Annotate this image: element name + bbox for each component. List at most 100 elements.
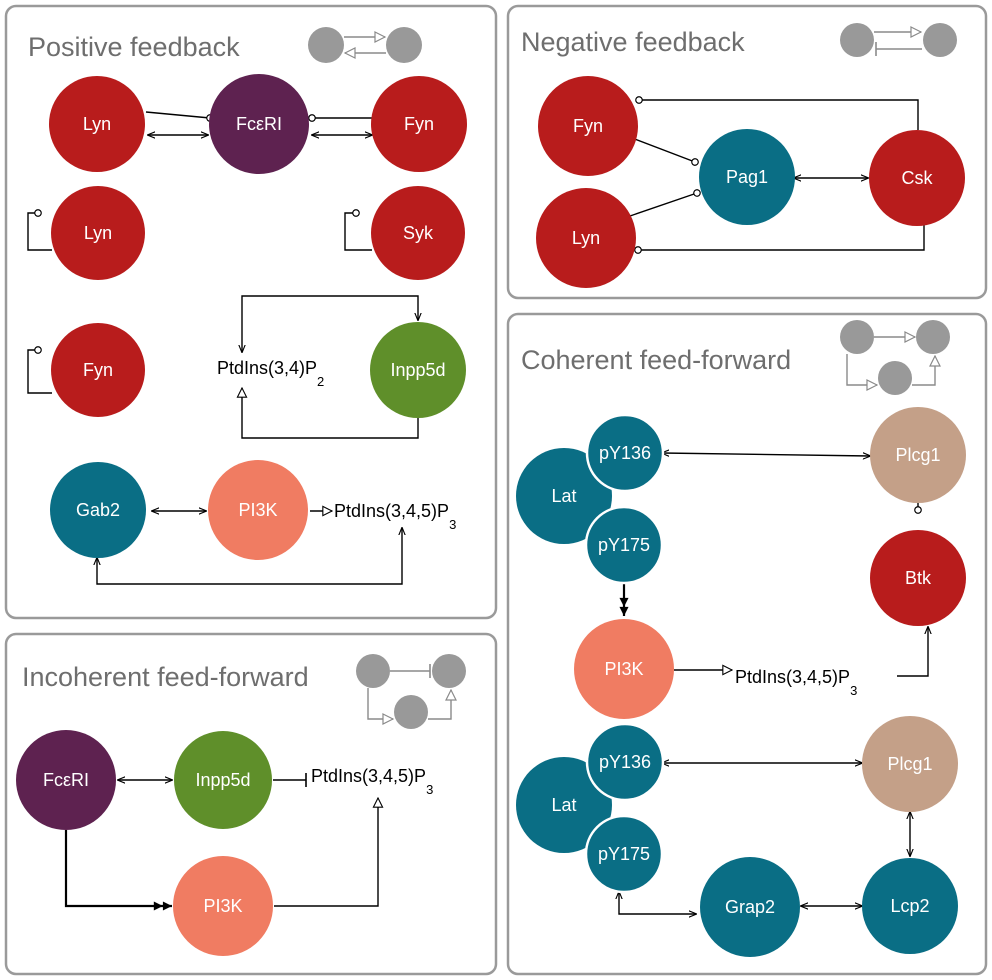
node-plcg1-lower: Plcg1	[862, 716, 958, 812]
node-pag1: Pag1	[699, 129, 795, 225]
node-pi3k-incoherent: PI3K	[173, 856, 273, 956]
node-circle	[371, 76, 467, 172]
edge-inpp5d-pip2-bottom	[242, 388, 419, 439]
icon-node	[356, 654, 390, 688]
node-circle	[370, 322, 466, 418]
molecule-subscript: 3	[426, 782, 433, 797]
node-circle	[49, 76, 145, 172]
node-circle	[16, 730, 116, 830]
node-fceri-incoherent: FcεRI	[16, 730, 116, 830]
node-circle	[699, 129, 795, 225]
node-label: Lyn	[84, 223, 112, 243]
node-circle	[574, 619, 674, 719]
node-label: Grap2	[725, 897, 775, 917]
node-pi3k-coherent: PI3K	[574, 619, 674, 719]
panel-incoherent-feed-forward: Incoherent feed-forward FcεRI Inpp5d PI3…	[4, 632, 498, 976]
node-label: Lyn	[572, 228, 600, 248]
node-label: Lat	[551, 486, 576, 506]
panel-negative-feedback: Negative feedback Fyn Lyn Pag1	[506, 4, 988, 300]
node-fceri: FcεRI	[209, 74, 309, 174]
icon-node	[923, 23, 957, 57]
edge-py175-grap2	[619, 892, 696, 914]
lat-complex-upper: Lat pY136 pY175	[516, 413, 665, 585]
node-circle	[516, 448, 612, 544]
edge-pip3-gab2	[97, 528, 402, 585]
node-label: pY175	[598, 844, 650, 864]
node-lyn: Lyn	[49, 76, 145, 172]
node-lcp2: Lcp2	[862, 858, 958, 954]
icon-node	[432, 654, 466, 688]
node-label: pY175	[598, 535, 650, 555]
node-label: Inpp5d	[195, 770, 250, 790]
node-circle	[870, 530, 966, 626]
node-fyn-self: Fyn	[51, 323, 145, 417]
molecule-base: PtdIns(3,4)P	[217, 358, 317, 378]
molecule-base: PtdIns(3,4,5)P	[735, 667, 850, 687]
node-py175-circle	[584, 814, 664, 894]
icon-edge	[846, 354, 877, 385]
node-circle	[538, 76, 638, 176]
node-circle	[700, 857, 800, 957]
node-circle	[862, 716, 958, 812]
edge-pi3k-pip3	[274, 798, 378, 907]
icon-edge	[912, 356, 935, 386]
panel-title: Negative feedback	[521, 27, 745, 57]
panel-coherent-feed-forward: Coherent feed-forward Lat pY136	[506, 312, 988, 976]
node-grap2: Grap2	[700, 857, 800, 957]
node-label: Plcg1	[887, 754, 932, 774]
icon-node	[840, 23, 874, 57]
edge-pip3-btk	[897, 627, 928, 677]
node-circle	[371, 186, 465, 280]
molecule-ptdins-3-4-p2: PtdIns(3,4)P2	[217, 358, 324, 389]
node-circle	[862, 858, 958, 954]
node-syk: Syk	[371, 186, 465, 280]
icon-node	[394, 695, 428, 729]
node-label: Syk	[403, 223, 434, 243]
node-circle	[173, 856, 273, 956]
node-circle	[869, 130, 965, 226]
panel-positive-feedback: Positive feedback Lyn	[4, 4, 498, 620]
icon-node	[916, 320, 950, 354]
icon-edge	[367, 688, 393, 719]
node-label: Pag1	[726, 167, 768, 187]
node-fyn-negative: Fyn	[538, 76, 638, 176]
negative-edges	[629, 96, 925, 254]
edge-fyn-self-loop	[27, 346, 52, 394]
molecule-base: PtdIns(3,4,5)P	[311, 766, 426, 786]
icon-node	[308, 27, 344, 63]
edge-fceri-pi3k	[64, 830, 172, 911]
edge-csk-fyn	[635, 96, 919, 130]
molecule-subscript: 3	[449, 517, 456, 532]
molecule-subscript: 2	[317, 374, 324, 389]
edge-lyn-self-loop	[27, 209, 52, 251]
node-circle	[174, 731, 272, 829]
node-py175-circle	[584, 505, 664, 585]
node-circle	[209, 74, 309, 174]
coherent-feed-forward-motif-icon	[840, 320, 950, 395]
edge-pip2-inpp5d-top	[242, 295, 418, 352]
node-label: Btk	[905, 568, 932, 588]
node-circle	[50, 462, 146, 558]
node-label: Plcg1	[895, 445, 940, 465]
node-lyn-self: Lyn	[51, 186, 145, 280]
node-label: PI3K	[238, 500, 277, 520]
node-label: Fyn	[573, 116, 603, 136]
panel-title: Incoherent feed-forward	[22, 662, 309, 692]
node-label: FcεRI	[43, 770, 89, 790]
node-label: Csk	[902, 168, 934, 188]
node-label: Fyn	[83, 360, 113, 380]
node-pi3k: PI3K	[208, 460, 308, 560]
node-label: Lcp2	[890, 896, 929, 916]
molecule-ptdins-3-4-5-p3: PtdIns(3,4,5)P3	[735, 667, 857, 698]
node-circle	[536, 188, 636, 288]
node-label: Gab2	[76, 500, 120, 520]
node-circle	[516, 757, 612, 853]
node-py136-circle	[585, 413, 665, 493]
edge-syk-self-loop	[344, 209, 372, 251]
node-label: Lyn	[83, 114, 111, 134]
node-label: PI3K	[604, 659, 643, 679]
molecule-ptdins-3-4-5-p3: PtdIns(3,4,5)P3	[311, 766, 433, 797]
edge-csk-lyn	[634, 225, 925, 254]
node-label: Lat	[551, 795, 576, 815]
